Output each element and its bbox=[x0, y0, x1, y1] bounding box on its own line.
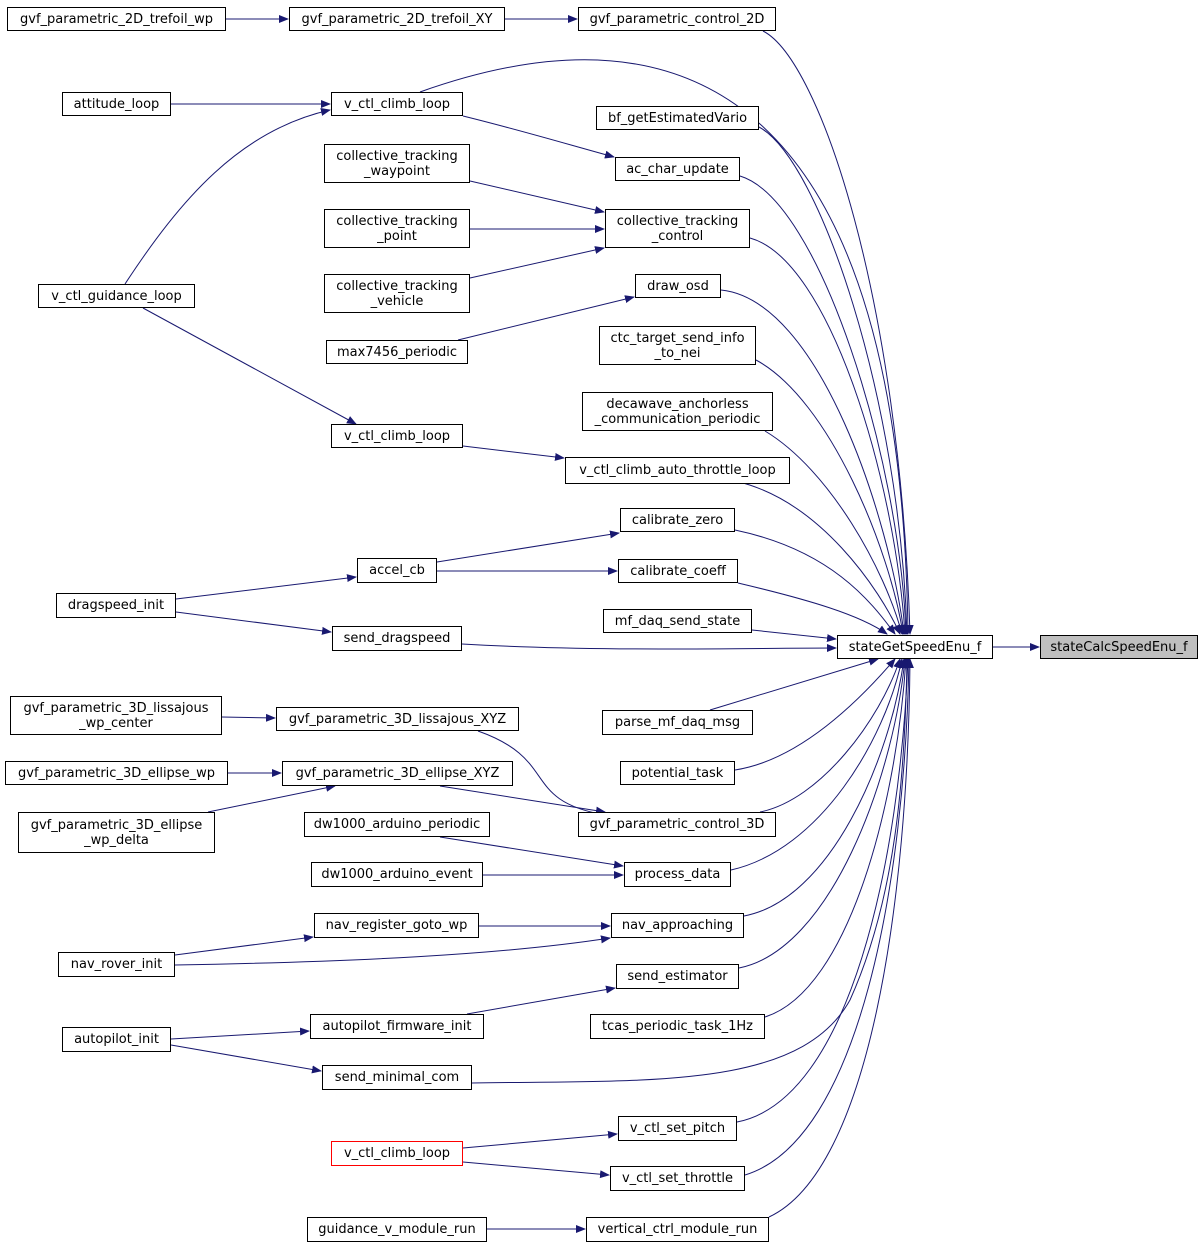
node-gvf-parametric-3d-ellipse-wp[interactable]: gvf_parametric_3D_ellipse_wp bbox=[5, 761, 228, 785]
edge-control-3d-to-get-speed bbox=[759, 658, 901, 813]
edge-guidance-loop-to-climb-loop bbox=[124, 108, 331, 285]
node-state-get-speed-enu-f[interactable]: stateGetSpeedEnu_f bbox=[837, 635, 993, 659]
node-guidance-v-module-run[interactable]: guidance_v_module_run bbox=[307, 1217, 487, 1242]
node-collective-tracking-point[interactable]: collective_tracking _point bbox=[324, 209, 470, 248]
edge-lissajous-wp-to-lissajous-xyz bbox=[221, 713, 276, 722]
edge-nav-approaching-to-get-speed bbox=[743, 658, 907, 917]
node-autopilot-init[interactable]: autopilot_init bbox=[62, 1027, 171, 1052]
edge-accel-cb-to-calibrate-zero bbox=[436, 530, 620, 563]
edge-estimated-vario-to-get-speed bbox=[758, 126, 911, 635]
node-dragspeed-init[interactable]: dragspeed_init bbox=[56, 593, 176, 618]
edge-set-throttle-to-get-speed bbox=[744, 658, 913, 1176]
node-gvf-parametric-control-3d[interactable]: gvf_parametric_control_3D bbox=[578, 812, 776, 837]
node-gvf-parametric-control-2d[interactable]: gvf_parametric_control_2D bbox=[578, 7, 776, 31]
node-collective-tracking-waypoint[interactable]: collective_tracking _waypoint bbox=[324, 144, 470, 183]
node-v-ctl-climb-loop-2[interactable]: v_ctl_climb_loop bbox=[331, 424, 463, 448]
edge-potential-to-get-speed bbox=[734, 658, 896, 771]
node-state-calc-speed-enu-f: stateCalcSpeedEnu_f bbox=[1040, 635, 1198, 659]
edge-guidance-loop-to-climb-loop-2 bbox=[142, 307, 357, 425]
node-gvf-parametric-3d-ellipse-xyz[interactable]: gvf_parametric_3D_ellipse_XYZ bbox=[282, 761, 513, 786]
edge-minimal-com-to-get-speed bbox=[471, 658, 911, 1084]
node-collective-tracking-vehicle[interactable]: collective_tracking _vehicle bbox=[324, 274, 470, 313]
edge-draw-osd-to-get-speed bbox=[720, 289, 907, 635]
edges bbox=[124, 15, 1040, 1233]
node-v-ctl-climb-loop-3[interactable]: v_ctl_climb_loop bbox=[331, 1141, 463, 1166]
edge-process-data-to-get-speed bbox=[730, 658, 905, 871]
edge-calibrate-zero-to-get-speed bbox=[734, 529, 896, 635]
edge-vertical-ctrl-to-get-speed bbox=[768, 658, 914, 1218]
edge-rover-init-to-goto-wp bbox=[174, 934, 314, 956]
edge-ct-vehicle-to-ct-control bbox=[469, 246, 605, 279]
edge-firmware-init-to-send-estimator bbox=[466, 985, 616, 1015]
node-v-ctl-climb-auto-throttle-loop[interactable]: v_ctl_climb_auto_throttle_loop bbox=[565, 457, 790, 484]
node-v-ctl-set-pitch[interactable]: v_ctl_set_pitch bbox=[618, 1116, 737, 1141]
edge-control-2d-to-get-speed bbox=[762, 30, 914, 635]
node-ctc-target-send-info-to-nei[interactable]: ctc_target_send_info _to_nei bbox=[599, 326, 756, 365]
node-accel-cb[interactable]: accel_cb bbox=[357, 558, 437, 583]
edge-climb-loop-to-ac-char-update bbox=[462, 115, 615, 159]
node-v-ctl-climb-loop-1[interactable]: v_ctl_climb_loop bbox=[331, 92, 463, 116]
node-potential-task[interactable]: potential_task bbox=[620, 761, 735, 785]
edge-calibrate-coeff-to-get-speed bbox=[737, 582, 888, 635]
node-send-dragspeed[interactable]: send_dragspeed bbox=[332, 626, 462, 651]
node-gvf-parametric-2d-trefoil-xy[interactable]: gvf_parametric_2D_trefoil_XY bbox=[289, 7, 505, 31]
node-decawave-anchorless-communication-periodic[interactable]: decawave_anchorless _communication_perio… bbox=[582, 392, 773, 431]
node-calibrate-coeff[interactable]: calibrate_coeff bbox=[618, 559, 738, 583]
node-parse-mf-daq-msg[interactable]: parse_mf_daq_msg bbox=[602, 710, 753, 735]
node-process-data[interactable]: process_data bbox=[624, 862, 731, 887]
edge-ct-waypoint-to-ct-control bbox=[469, 180, 605, 214]
node-nav-approaching[interactable]: nav_approaching bbox=[611, 913, 744, 938]
edge-climb-loop-3-to-set-pitch bbox=[462, 1130, 618, 1149]
edge-dragspeed-init-to-accel-cb bbox=[175, 574, 357, 600]
node-v-ctl-set-throttle[interactable]: v_ctl_set_throttle bbox=[610, 1166, 745, 1191]
node-gvf-parametric-2d-trefoil-wp[interactable]: gvf_parametric_2D_trefoil_wp bbox=[7, 7, 226, 31]
edge-ct-control-to-get-speed bbox=[749, 237, 909, 635]
edge-send-estimator-to-get-speed bbox=[738, 658, 909, 969]
edge-rover-init-to-nav-approaching bbox=[174, 935, 611, 966]
edge-autopilot-init-to-minimal-com bbox=[170, 1044, 322, 1074]
node-max7456-periodic[interactable]: max7456_periodic bbox=[326, 340, 468, 364]
edge-parse-mf-to-get-speed bbox=[709, 657, 879, 711]
node-gvf-parametric-3d-lissajous-wp-center[interactable]: gvf_parametric_3D_lissajous _wp_center bbox=[10, 696, 222, 735]
edge-dragspeed-init-to-send-dragspeed bbox=[175, 611, 332, 635]
edge-climb-loop-3-to-set-throttle bbox=[462, 1161, 610, 1179]
node-dw1000-arduino-periodic[interactable]: dw1000_arduino_periodic bbox=[304, 812, 490, 837]
edge-ellipse-xyz-to-control-3d bbox=[439, 785, 606, 815]
node-vertical-ctrl-module-run[interactable]: vertical_ctrl_module_run bbox=[586, 1217, 769, 1242]
node-send-estimator[interactable]: send_estimator bbox=[616, 964, 739, 989]
node-bf-get-estimated-vario[interactable]: bf_getEstimatedVario bbox=[596, 106, 759, 130]
edge-mf-daq-send-to-get-speed bbox=[751, 629, 837, 643]
node-nav-rover-init[interactable]: nav_rover_init bbox=[58, 952, 175, 977]
node-autopilot-firmware-init[interactable]: autopilot_firmware_init bbox=[310, 1014, 484, 1039]
node-gvf-parametric-3d-lissajous-xyz[interactable]: gvf_parametric_3D_lissajous_XYZ bbox=[276, 707, 519, 731]
edge-set-pitch-to-get-speed bbox=[736, 658, 912, 1123]
node-calibrate-zero[interactable]: calibrate_zero bbox=[620, 508, 735, 532]
node-dw1000-arduino-event[interactable]: dw1000_arduino_event bbox=[311, 862, 483, 887]
node-collective-tracking-control[interactable]: collective_tracking _control bbox=[605, 209, 750, 248]
edge-autopilot-init-to-firmware-init bbox=[170, 1027, 310, 1040]
node-send-minimal-com[interactable]: send_minimal_com bbox=[322, 1065, 472, 1090]
node-nav-register-goto-wp[interactable]: nav_register_goto_wp bbox=[314, 913, 479, 938]
edge-tcas-to-get-speed bbox=[764, 658, 910, 1018]
edge-ctc-target-to-get-speed bbox=[755, 359, 906, 635]
edge-dw-periodic-to-process-data bbox=[439, 836, 624, 869]
node-tcas-periodic-task-1hz[interactable]: tcas_periodic_task_1Hz bbox=[590, 1014, 765, 1039]
edge-send-dragspeed-to-get-speed bbox=[461, 643, 837, 653]
edge-ac-char-update-to-get-speed bbox=[739, 175, 910, 635]
node-ac-char-update[interactable]: ac_char_update bbox=[615, 157, 740, 181]
edge-decawave-to-get-speed bbox=[764, 430, 904, 635]
edge-ellipse-delta-to-ellipse-xyz bbox=[207, 783, 336, 813]
node-attitude-loop[interactable]: attitude_loop bbox=[62, 92, 171, 116]
edge-climb-loop-2-to-auto-throttle bbox=[462, 445, 565, 461]
node-v-ctl-guidance-loop[interactable]: v_ctl_guidance_loop bbox=[38, 284, 195, 308]
node-draw-osd[interactable]: draw_osd bbox=[635, 274, 721, 298]
edge-auto-throttle-to-get-speed bbox=[734, 480, 901, 635]
node-mf-daq-send-state[interactable]: mf_daq_send_state bbox=[603, 609, 752, 633]
edge-max7456-to-draw-osd bbox=[457, 295, 635, 341]
node-gvf-parametric-3d-ellipse-wp-delta[interactable]: gvf_parametric_3D_ellipse _wp_delta bbox=[18, 812, 215, 853]
